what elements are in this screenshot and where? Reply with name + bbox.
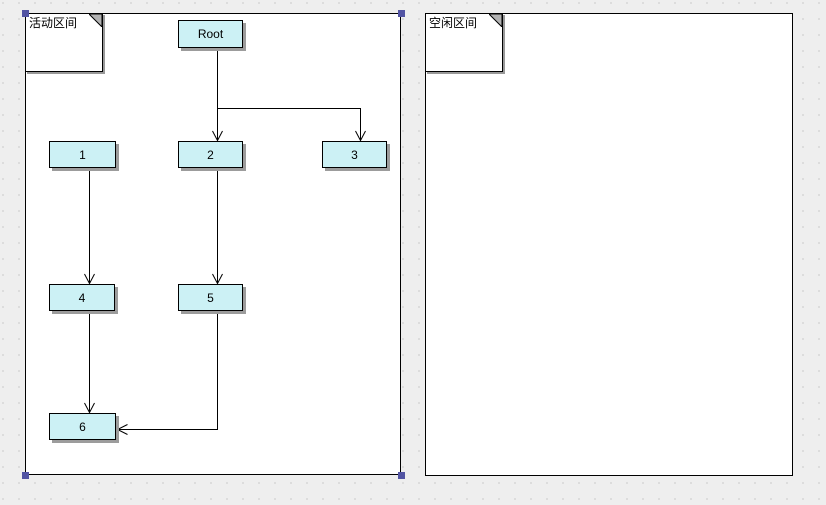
active-region-panel[interactable]: 活动区间 [25, 13, 401, 475]
node-4[interactable]: 4 [49, 284, 115, 311]
active-region-note[interactable]: 活动区间 [25, 13, 103, 72]
node-2[interactable]: 2 [178, 141, 243, 168]
selection-handle-bottom-right[interactable] [398, 472, 405, 479]
selection-handle-top-right[interactable] [398, 10, 405, 17]
node-1[interactable]: 1 [49, 141, 116, 168]
note-fold-icon [89, 14, 102, 27]
selection-handle-bottom-left[interactable] [22, 472, 29, 479]
active-region-label: 活动区间 [29, 16, 78, 30]
node-6[interactable]: 6 [49, 413, 116, 440]
node-3[interactable]: 3 [322, 141, 387, 168]
idle-region-panel[interactable]: 空闲区间 [425, 13, 793, 476]
idle-region-label: 空闲区间 [429, 16, 478, 30]
node-root[interactable]: Root [178, 20, 243, 48]
selection-handle-top-left[interactable] [22, 10, 29, 17]
idle-region-note[interactable]: 空闲区间 [425, 13, 503, 72]
note-fold-icon [489, 14, 502, 27]
node-5[interactable]: 5 [178, 284, 243, 311]
